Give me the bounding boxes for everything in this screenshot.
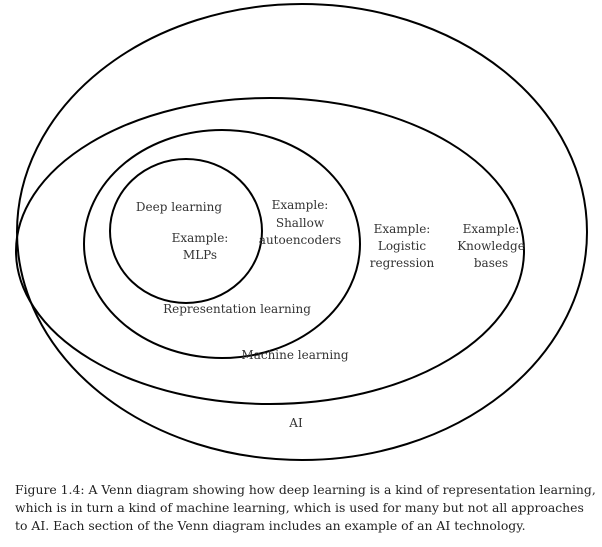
figure-caption: Figure 1.4: A Venn diagram showing how d… xyxy=(15,481,596,535)
machine-learning-example-value-1: Logistic xyxy=(378,239,427,253)
caption-line-2: which is in turn a kind of machine learn… xyxy=(15,500,584,515)
venn-diagram: Deep learning Example: MLPs Example: Sha… xyxy=(15,3,588,461)
machine-learning-example-label: Example: xyxy=(374,222,431,236)
representation-learning-example-value-2: autoencoders xyxy=(259,233,341,247)
ai-example-label: Example: xyxy=(463,222,520,236)
machine-learning-circle xyxy=(15,97,525,405)
ai-label: AI xyxy=(288,416,303,430)
machine-learning-label: Machine learning xyxy=(241,348,348,362)
machine-learning-example-value-2: regression xyxy=(370,256,435,270)
ai-example-value-2: bases xyxy=(474,256,508,270)
ai-example-value-1: Knowledge xyxy=(457,239,525,253)
representation-learning-label: Representation learning xyxy=(163,302,311,316)
deep-learning-example-label: Example: xyxy=(172,231,229,245)
caption-line-1: Figure 1.4: A Venn diagram showing how d… xyxy=(15,482,596,497)
caption-line-3: to AI. Each section of the Venn diagram … xyxy=(15,518,526,533)
representation-learning-example-value-1: Shallow xyxy=(276,216,325,230)
representation-learning-circle xyxy=(83,129,361,359)
deep-learning-circle xyxy=(109,158,263,304)
representation-learning-example-label: Example: xyxy=(272,198,329,212)
deep-learning-label: Deep learning xyxy=(136,200,222,214)
deep-learning-example-value: MLPs xyxy=(183,248,217,262)
